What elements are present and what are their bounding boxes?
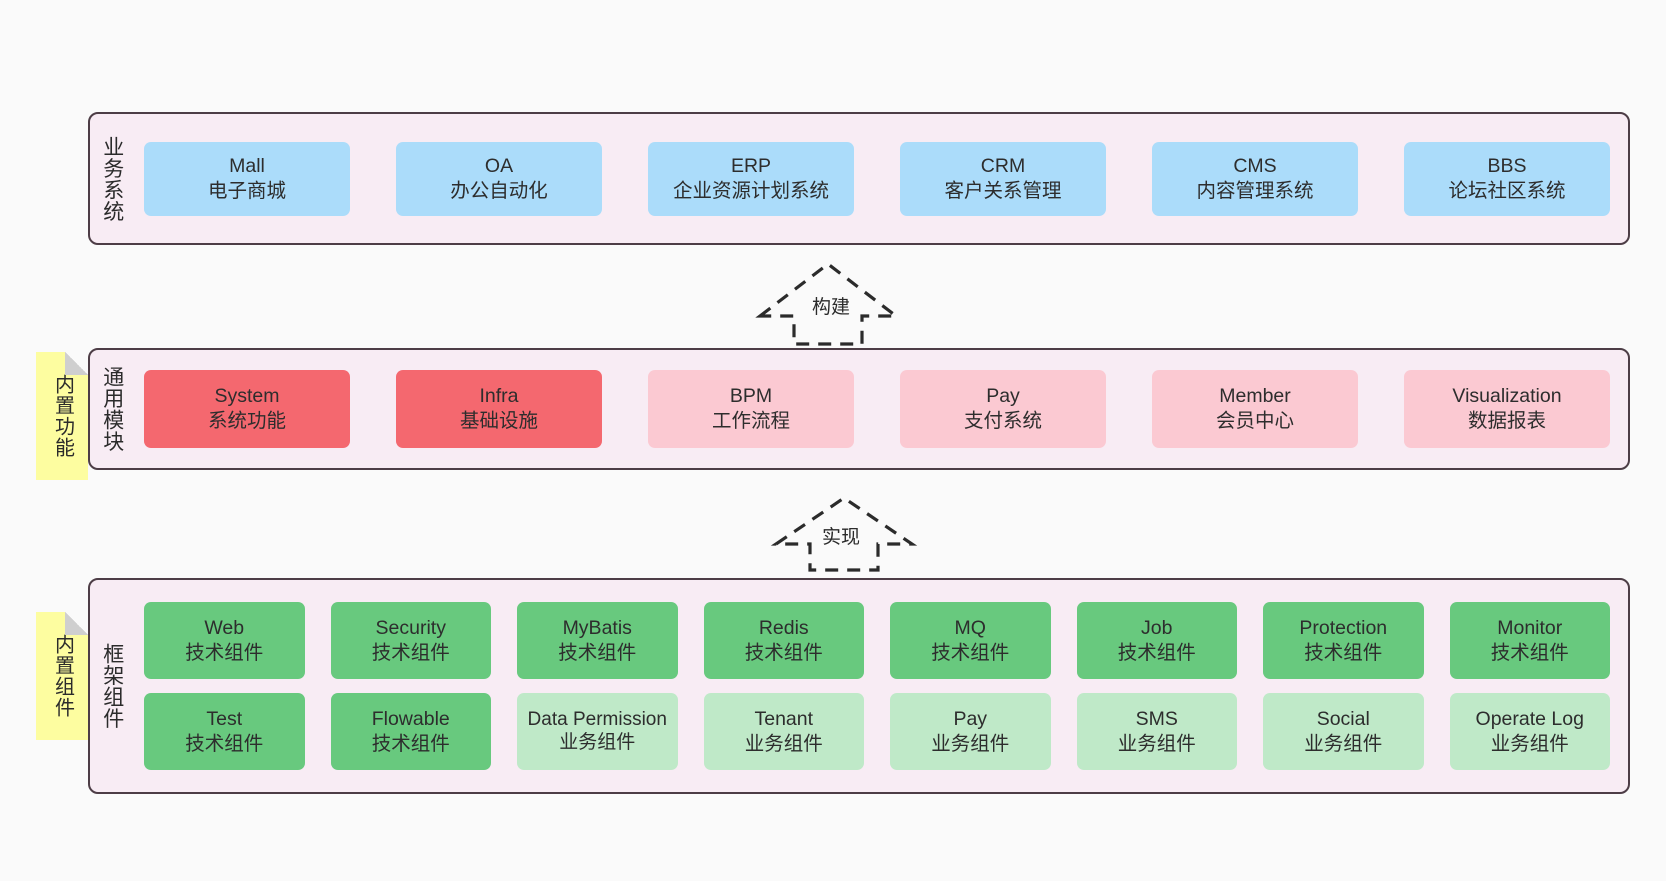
- sticky-note-builtin-components: 内置组件: [36, 612, 88, 740]
- card-title: Infra: [479, 385, 519, 408]
- card-web[interactable]: Web 技术组件: [144, 602, 305, 679]
- card-title: Monitor: [1497, 616, 1563, 639]
- card-cms[interactable]: CMS 内容管理系统: [1152, 141, 1358, 216]
- card-title: Redis: [758, 616, 809, 639]
- card-subtitle: 支付系统: [963, 410, 1042, 432]
- card-subtitle: 技术组件: [1490, 641, 1569, 664]
- card-visualization[interactable]: Visualization 数据报表: [1404, 370, 1610, 448]
- card-title: OA: [484, 154, 514, 177]
- card-title: Pay: [986, 385, 1020, 408]
- card-subtitle: 业务组件: [1490, 732, 1569, 755]
- card-subtitle: 电子商城: [207, 179, 286, 202]
- card-mall[interactable]: Mall 电子商城: [144, 141, 350, 216]
- card-subtitle: 业务组件: [559, 731, 636, 753]
- card-title: Protection: [1299, 616, 1388, 639]
- card-monitor[interactable]: Monitor 技术组件: [1449, 602, 1610, 679]
- sticky-note-builtin-functions: 内置功能: [36, 352, 88, 480]
- card-subtitle: 企业资源计划系统: [672, 179, 829, 202]
- card-subtitle: 业务组件: [1117, 732, 1196, 755]
- card-title: ERP: [730, 154, 772, 177]
- card-title: Mall: [229, 154, 265, 177]
- layer-common-modules: 通用模块 System 系统功能 Infra 基础设施 BPM 工作流程 Pay…: [88, 348, 1630, 470]
- card-tenant[interactable]: Tenant 业务组件: [703, 693, 864, 770]
- card-title: Member: [1219, 385, 1291, 408]
- card-operate-log[interactable]: Operate Log 业务组件: [1449, 693, 1610, 770]
- card-social[interactable]: Social 业务组件: [1263, 693, 1424, 770]
- arrow-build-label: 构建: [812, 297, 851, 318]
- layer-body-business-systems: Mall 电子商城 OA 办公自动化 ERP 企业资源计划系统 CRM 客户关系…: [134, 114, 1628, 243]
- card-subtitle: 技术组件: [371, 641, 450, 664]
- card-member[interactable]: Member 会员中心: [1152, 370, 1358, 448]
- card-subtitle: 基础设施: [459, 410, 538, 432]
- layer-body-framework-components: Web 技术组件 Security 技术组件 MyBatis 技术组件 Redi…: [134, 580, 1628, 792]
- card-subtitle: 办公自动化: [450, 179, 548, 202]
- card-title: Data Permission: [527, 708, 667, 730]
- card-flowable[interactable]: Flowable 技术组件: [330, 693, 491, 770]
- card-subtitle: 工作流程: [711, 410, 790, 432]
- card-title: Tenant: [754, 707, 814, 730]
- card-subtitle: 技术组件: [744, 641, 823, 664]
- card-title: Operate Log: [1475, 707, 1584, 730]
- card-job[interactable]: Job 技术组件: [1076, 602, 1237, 679]
- card-test[interactable]: Test 技术组件: [144, 693, 305, 770]
- card-redis[interactable]: Redis 技术组件: [703, 602, 864, 679]
- card-system[interactable]: System 系统功能: [144, 370, 350, 448]
- card-subtitle: 论坛社区系统: [1448, 179, 1566, 202]
- layer-label-framework-components: 框架组件: [100, 643, 124, 729]
- card-data-permission[interactable]: Data Permission 业务组件: [517, 693, 678, 770]
- framework-row-business: Test 技术组件 Flowable 技术组件 Data Permission …: [144, 693, 1610, 770]
- layer-business-systems: 业务系统 Mall 电子商城 OA 办公自动化 ERP 企业资源计划系统 CRM…: [88, 112, 1630, 245]
- card-title: MyBatis: [562, 616, 632, 639]
- card-title: SMS: [1135, 707, 1178, 730]
- card-sms[interactable]: SMS 业务组件: [1076, 693, 1237, 770]
- card-subtitle: 技术组件: [185, 732, 264, 755]
- card-subtitle: 技术组件: [1117, 641, 1196, 664]
- card-title: Test: [206, 707, 243, 730]
- card-crm[interactable]: CRM 客户关系管理: [900, 141, 1106, 216]
- layer-framework-components: 框架组件 Web 技术组件 Security 技术组件 MyBatis 技术组件…: [88, 578, 1630, 794]
- card-subtitle: 技术组件: [558, 641, 637, 664]
- card-title: MQ: [954, 616, 986, 639]
- card-bbs[interactable]: BBS 论坛社区系统: [1404, 141, 1610, 216]
- card-title: CMS: [1233, 154, 1277, 177]
- card-security[interactable]: Security 技术组件: [330, 602, 491, 679]
- card-pay-component[interactable]: Pay 业务组件: [890, 693, 1051, 770]
- card-mq[interactable]: MQ 技术组件: [890, 602, 1051, 679]
- layer-label-business-systems: 业务系统: [100, 135, 124, 222]
- card-title: Flowable: [371, 707, 450, 730]
- card-pay-module[interactable]: Pay 支付系统: [900, 370, 1106, 448]
- card-subtitle: 客户关系管理: [944, 179, 1062, 202]
- layer-body-common-modules: System 系统功能 Infra 基础设施 BPM 工作流程 Pay 支付系统…: [134, 350, 1628, 468]
- card-subtitle: 内容管理系统: [1196, 179, 1314, 202]
- arrow-implement-label: 实现: [822, 527, 861, 548]
- card-title: BBS: [1487, 154, 1527, 177]
- framework-row-technical: Web 技术组件 Security 技术组件 MyBatis 技术组件 Redi…: [144, 602, 1610, 679]
- card-subtitle: 数据报表: [1467, 410, 1546, 432]
- card-oa[interactable]: OA 办公自动化: [396, 141, 602, 216]
- card-subtitle: 系统功能: [207, 410, 286, 432]
- card-subtitle: 技术组件: [1304, 641, 1383, 664]
- card-title: Visualization: [1452, 385, 1562, 408]
- card-subtitle: 业务组件: [744, 732, 823, 755]
- card-erp[interactable]: ERP 企业资源计划系统: [648, 141, 854, 216]
- layer-label-common-modules: 通用模块: [100, 366, 124, 452]
- card-subtitle: 技术组件: [371, 732, 450, 755]
- card-title: Web: [204, 616, 245, 639]
- card-title: System: [214, 385, 280, 408]
- card-subtitle: 会员中心: [1215, 410, 1294, 432]
- card-title: Social: [1316, 707, 1370, 730]
- card-title: Pay: [953, 707, 988, 730]
- card-bpm[interactable]: BPM 工作流程: [648, 370, 854, 448]
- card-title: Job: [1141, 616, 1173, 639]
- card-protection[interactable]: Protection 技术组件: [1263, 602, 1424, 679]
- card-title: Security: [375, 616, 446, 639]
- card-subtitle: 业务组件: [931, 732, 1010, 755]
- card-title: BPM: [729, 385, 773, 408]
- card-title: CRM: [980, 154, 1026, 177]
- card-mybatis[interactable]: MyBatis 技术组件: [517, 602, 678, 679]
- card-subtitle: 技术组件: [185, 641, 264, 664]
- card-subtitle: 技术组件: [931, 641, 1010, 664]
- card-infra[interactable]: Infra 基础设施: [396, 370, 602, 448]
- card-subtitle: 业务组件: [1304, 732, 1383, 755]
